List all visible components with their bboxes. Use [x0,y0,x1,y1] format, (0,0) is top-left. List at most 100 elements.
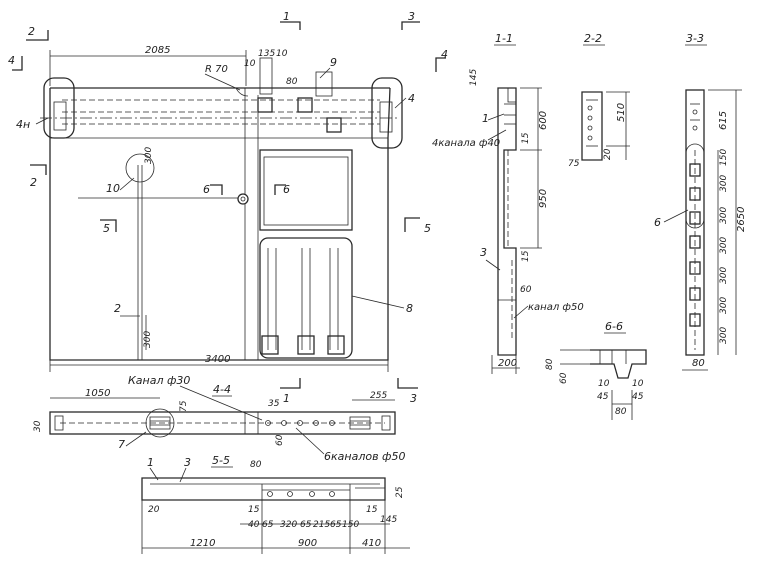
marker-1b-label: 1 [283,392,290,405]
dim-600: 600 [538,111,549,130]
dim-30: 30 [33,420,43,432]
dim-15-11b: 15 [521,250,531,262]
section-1-1: 1-1 600 950 15 15 145 60 200 1 4канала ф… [432,32,584,374]
dim-80-55: 80 [250,460,262,470]
dim-1050: 1050 [85,388,110,399]
dim-75-22: 75 [568,159,580,169]
dim-215: 215 [313,520,330,530]
section-marker-1-top: 1 [280,10,301,30]
dim-300-a: 300 [144,147,154,164]
marker-2l-label: 2 [30,176,37,189]
dim-25-55: 25 [395,486,405,498]
dim-10-66b: 10 [632,379,644,389]
dim-300-33e: 300 [719,297,729,314]
label-3-55: 3 [184,456,191,469]
dim-10b: 10 [244,59,256,69]
dim-60-66: 60 [559,372,569,384]
section-marker-2-left: 2 [30,164,47,189]
dim-300-33a: 300 [719,175,729,192]
dim-2085: 2085 [145,45,170,56]
dim-40: 40 [248,520,260,530]
dim-300-33c: 300 [719,237,729,254]
marker-2-label: 2 [28,25,35,38]
label-7: 7 [118,438,125,451]
dim-150-33: 150 [719,149,729,166]
front-view [40,57,403,361]
dim-900: 900 [298,538,317,549]
dim-45-66a: 45 [597,392,609,402]
label-9: 9 [330,56,337,69]
section-4-4-title: 4-4 [213,383,231,396]
section-marker-6-left: 6 [203,183,223,196]
marker-5l-label: 5 [103,222,110,235]
dim-10-66a: 10 [598,379,610,389]
dim-300-b: 300 [143,331,153,348]
dim-65c: 65 [330,520,342,530]
dim-80: 80 [286,77,298,87]
marker-3-label: 3 [408,10,415,23]
section-5-5: 5-5 1 3 80 20 15 15 25 40 65 320 65 215 … [141,454,410,554]
dim-150: 150 [342,520,359,530]
section-6-6-title: 6-6 [605,320,623,333]
section-4-4: 4-4 1050 75 30 35 60 255 Канал ф30 7 6к [33,374,418,463]
label-1-55: 1 [147,456,154,469]
dim-300-33f: 300 [719,327,729,344]
front-view-labels: 4н 4 9 10 2 8 [16,56,415,317]
label-4-channels-40: 4канала ф40 [432,138,500,149]
dim-45-66b: 45 [632,392,644,402]
label-8: 8 [406,302,413,315]
dim-510: 510 [616,103,627,122]
section-marker-4-right: 4 [435,48,448,72]
marker-3b-label: 3 [410,392,417,405]
label-4: 4 [408,92,415,105]
label-channel-50: канал ф50 [528,302,584,313]
marker-4r-label: 4 [441,48,448,61]
dim-80-66a: 80 [545,358,555,370]
marker-5r-label: 5 [424,222,431,235]
label-10: 10 [106,182,120,195]
dim-300-33b: 300 [719,207,729,224]
dim-20-55: 20 [148,505,160,515]
label-2: 2 [114,302,121,315]
dim-65b: 65 [300,520,312,530]
dim-80-66b: 80 [615,407,627,417]
marker-6r-label: 6 [283,183,290,196]
label-r70: R 70 [205,64,228,75]
dim-135: 135 [258,49,275,59]
dim-75: 75 [179,400,189,412]
dim-615: 615 [718,111,729,130]
section-marker-5-right: 5 [404,217,431,235]
label-1-11: 1 [482,112,489,125]
section-3-3: 3-3 2650 615 150 300 300 300 300 300 300… [654,32,747,371]
section-marker-3-top: 3 [401,10,420,30]
dim-60-11: 60 [520,285,532,295]
label-3-11: 3 [480,246,487,259]
dim-950: 950 [538,189,549,208]
section-marker-4-left: 4 [8,54,23,71]
label-6-channels-50: 6каналов ф50 [324,450,405,463]
marker-4l-label: 4 [8,54,15,67]
dim-1210: 1210 [190,538,215,549]
section-5-5-title: 5-5 [212,454,230,467]
dim-410: 410 [362,538,381,549]
dim-145-11: 145 [469,69,479,86]
dim-15b-55: 15 [366,505,378,515]
marker-1-label: 1 [283,10,290,23]
dim-60: 60 [275,434,285,446]
label-4n: 4н [16,118,30,131]
dim-35: 35 [268,399,280,409]
marker-6l-label: 6 [203,183,210,196]
dim-20-22: 20 [603,148,613,160]
dim-65a: 65 [262,520,274,530]
dim-80-33: 80 [692,358,705,369]
dim-15-11a: 15 [521,132,531,144]
section-1-1-title: 1-1 [495,32,513,45]
dim-3400: 3400 [205,354,230,365]
label-channel-30: Канал ф30 [128,374,190,387]
front-view-dimensions: 2085 135 10 10 80 R 70 3400 300 300 [49,45,389,372]
dim-300-33d: 300 [719,267,729,284]
dim-255: 255 [370,391,387,401]
section-3-3-title: 3-3 [686,32,704,45]
dim-320: 320 [280,520,297,530]
